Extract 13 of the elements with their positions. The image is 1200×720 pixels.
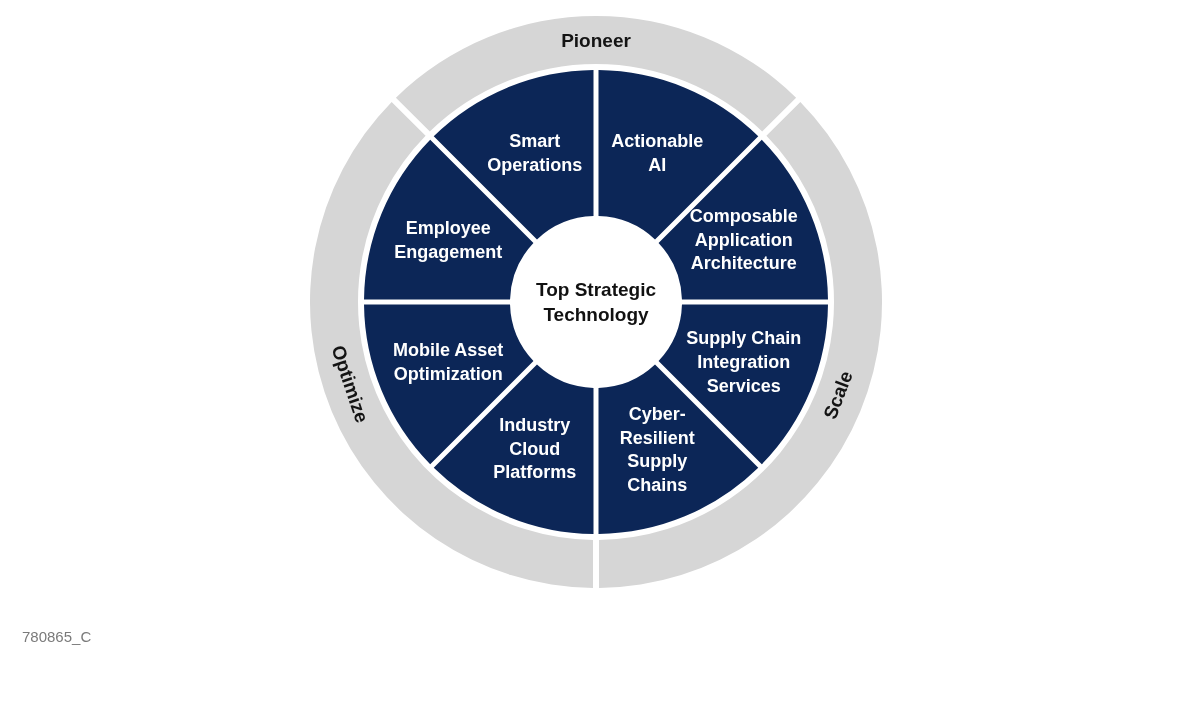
ring-segment bbox=[395, 16, 797, 132]
sector-label: Employee Engagement bbox=[393, 217, 504, 264]
hub-label: Top Strategic Technology bbox=[535, 277, 657, 327]
segment-label: Pioneer bbox=[561, 29, 631, 54]
sector-label: Cyber-Resilient Supply Chains bbox=[618, 402, 696, 497]
sector-label: Actionable AI bbox=[610, 130, 705, 178]
sector-label: Smart Operations bbox=[486, 130, 584, 178]
reference-code: 780865_C bbox=[22, 628, 92, 645]
sector-label: Mobile Asset Optimization bbox=[392, 339, 505, 387]
sector-label: Industry Cloud Platforms bbox=[492, 414, 578, 485]
sector-label: Supply Chain Integration Services bbox=[685, 327, 803, 399]
segment-label: Scale bbox=[818, 367, 858, 423]
sector-label: Composable Application Architecture bbox=[688, 205, 799, 276]
